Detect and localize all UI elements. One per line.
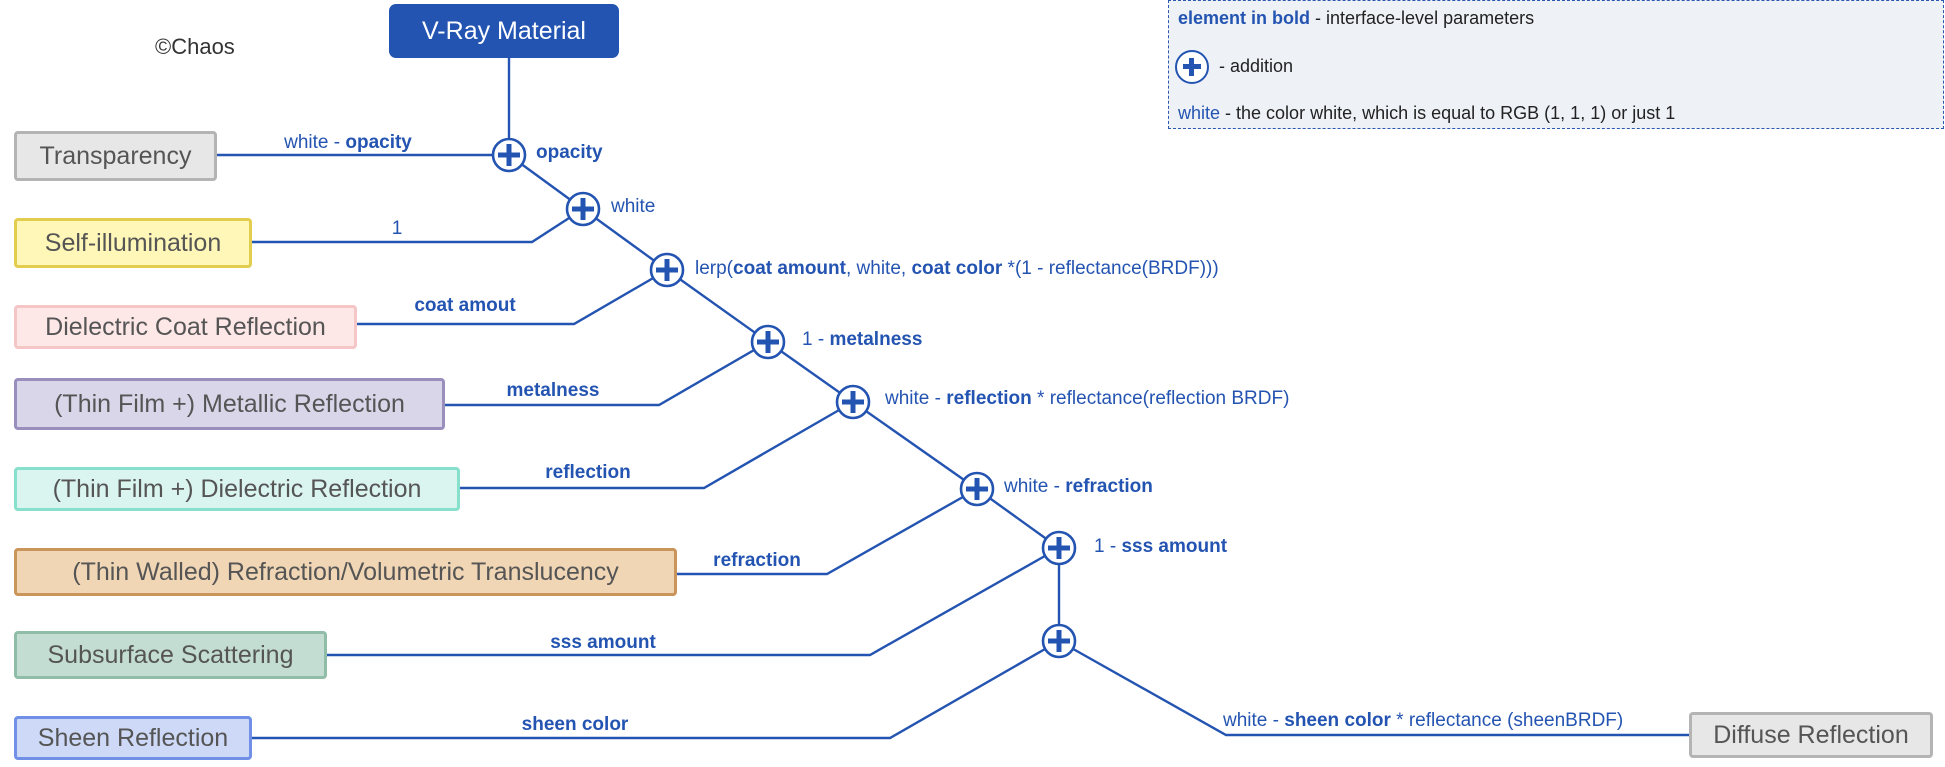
- addition-node-icon: [565, 191, 601, 227]
- legend-bold-desc: - interface-level parameters: [1310, 8, 1535, 28]
- edge-label-sss: sss amount: [550, 632, 656, 653]
- layer-label: (Thin Film +) Dielectric Reflection: [52, 474, 422, 503]
- legend-bold-term: element in bold: [1178, 8, 1311, 28]
- edge-label-reflection: reflection: [545, 462, 631, 483]
- layer-sheen-reflection: Sheen Reflection: [14, 716, 252, 760]
- branch-refraction: [677, 487, 978, 576]
- branch-diffuse: [1058, 639, 1689, 737]
- layer-label: Diffuse Reflection: [1713, 720, 1909, 749]
- addition-node-icon: [750, 324, 786, 360]
- copyright-text: ©Chaos: [155, 34, 235, 59]
- layer-label: Subsurface Scattering: [47, 640, 294, 669]
- layer-label: (Thin Walled) Refraction/Volumetric Tran…: [72, 557, 619, 586]
- node-label-n4: 1 - metalness: [802, 329, 922, 350]
- layer-subsurface-scattering: Subsurface Scattering: [14, 631, 327, 679]
- node-label-n1: opacity: [536, 142, 603, 163]
- edge-label-transparency: white - opacity: [283, 132, 412, 153]
- branch-sss: [327, 546, 1060, 657]
- legend-white-desc: - the color white, which is equal to RGB…: [1220, 103, 1676, 123]
- spine-connector: [666, 269, 769, 343]
- branch-metallic: [445, 340, 769, 407]
- layer-label: Transparency: [39, 141, 192, 170]
- spine-connector: [852, 401, 978, 490]
- branch-sheen: [252, 639, 1060, 740]
- legend-panel: element in bold - interface-level parame…: [1168, 0, 1944, 129]
- branch-dielectric: [460, 400, 854, 490]
- branch-dielectric-coat: [357, 268, 668, 326]
- edge-label-sheen: sheen color: [522, 714, 629, 735]
- edge-label-refraction: refraction: [713, 550, 801, 571]
- addition-node-icon: [491, 137, 527, 173]
- legend-white-row: white - the color white, which is equal …: [1178, 103, 1675, 124]
- spine-connector: [582, 208, 668, 271]
- edge-label-coat: coat amout: [414, 295, 516, 316]
- layer-dielectric-coat-reflection: Dielectric Coat Reflection: [14, 305, 357, 349]
- spine-connector: [767, 341, 854, 403]
- node-label-n3: lerp(coat amount, white, coat color *(1 …: [695, 258, 1219, 279]
- legend-bold-row: element in bold - interface-level parame…: [1178, 8, 1534, 29]
- addition-icon: [1175, 50, 1209, 84]
- node-label-n5: white - reflection * reflectance(reflect…: [884, 388, 1289, 409]
- addition-node-icon: [1041, 623, 1077, 659]
- node-label-n7: 1 - sss amount: [1094, 536, 1228, 557]
- layer-dielectric-reflection: (Thin Film +) Dielectric Reflection: [14, 467, 460, 511]
- branch-self-illumination: [252, 207, 584, 244]
- layer-label: Sheen Reflection: [37, 723, 229, 752]
- layer-refraction-translucency: (Thin Walled) Refraction/Volumetric Tran…: [14, 548, 677, 596]
- addition-node-icon: [1041, 530, 1077, 566]
- layer-label: Dielectric Coat Reflection: [45, 312, 326, 341]
- edge-label-diffuse: white - sheen color * reflectance (sheen…: [1222, 710, 1623, 731]
- legend-addition-desc: - addition: [1219, 56, 1294, 76]
- node-label-n6: white - refraction: [1003, 476, 1153, 497]
- addition-node-icon: [835, 384, 871, 420]
- layer-transparency: Transparency: [14, 131, 217, 181]
- layer-label: (Thin Film +) Metallic Reflection: [54, 389, 405, 418]
- edge-label-self-illum: 1: [392, 218, 403, 239]
- addition-node-icon: [959, 471, 995, 507]
- title-node: V-Ray Material: [389, 4, 619, 58]
- layer-metallic-reflection: (Thin Film +) Metallic Reflection: [14, 378, 445, 430]
- legend-white-term: white: [1178, 103, 1221, 123]
- edge-label-metalness: metalness: [507, 380, 600, 401]
- layer-self-illumination: Self-illumination: [14, 218, 252, 268]
- addition-node-icon: [649, 252, 685, 288]
- layer-diffuse-reflection: Diffuse Reflection: [1689, 712, 1933, 758]
- node-label-n2: white: [610, 196, 655, 217]
- layer-label: Self-illumination: [44, 228, 222, 257]
